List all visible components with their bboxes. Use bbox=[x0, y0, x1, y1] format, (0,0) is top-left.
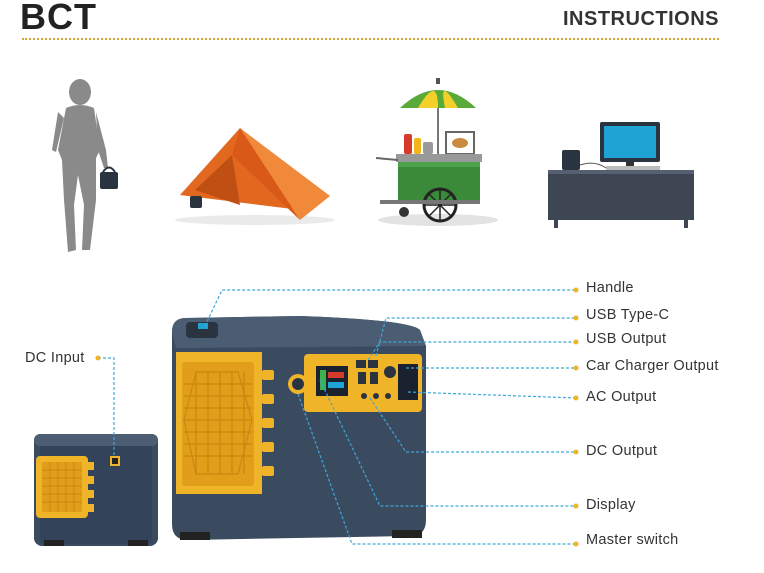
callout-dc-input: DC Input bbox=[25, 350, 85, 366]
large-power-station bbox=[172, 316, 426, 540]
page-title: INSTRUCTIONS bbox=[563, 8, 719, 30]
food-cart-icon bbox=[375, 78, 498, 226]
person-carrying-power-station-icon bbox=[52, 79, 118, 252]
callout-display: Display bbox=[586, 497, 636, 513]
small-power-station bbox=[34, 434, 158, 546]
brand-logo: BCT bbox=[20, 0, 97, 37]
callout-dots bbox=[95, 287, 579, 547]
callout-car-charger-output: Car Charger Output bbox=[586, 358, 719, 374]
callout-leader-lines bbox=[98, 289, 577, 545]
callout-usb-output: USB Output bbox=[586, 331, 667, 347]
callout-ac-output: AC Output bbox=[586, 389, 657, 405]
callout-master-switch: Master switch bbox=[586, 532, 679, 548]
header-divider bbox=[22, 38, 719, 40]
tent-icon bbox=[175, 128, 335, 225]
callout-handle: Handle bbox=[586, 280, 634, 296]
desk-computer-icon bbox=[548, 122, 694, 228]
callout-usb-type-c: USB Type-C bbox=[586, 307, 670, 323]
callout-dc-output: DC Output bbox=[586, 443, 658, 459]
